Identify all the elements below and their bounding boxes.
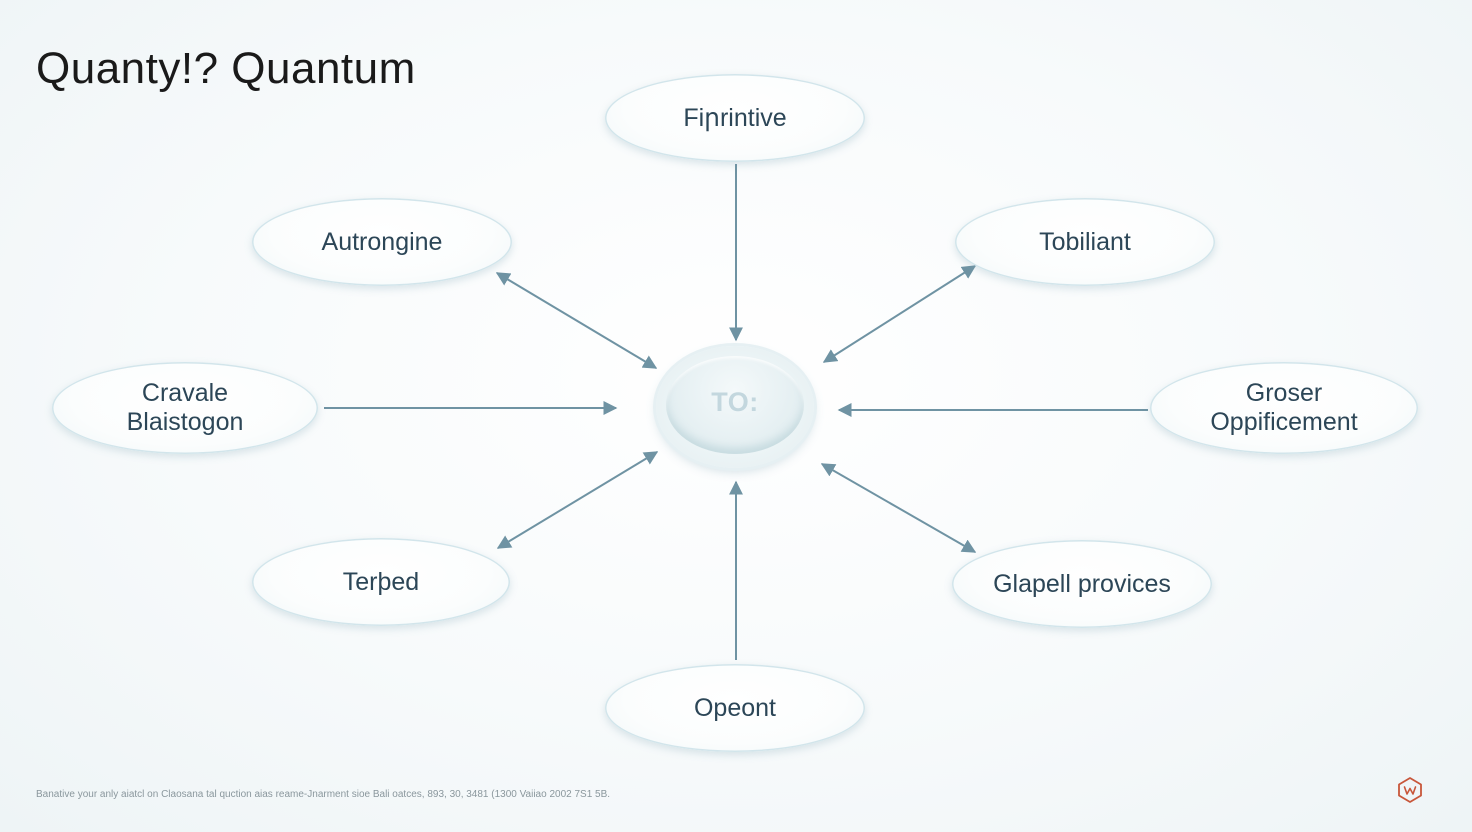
node-right-label: Groser Oppificement	[1210, 379, 1358, 436]
brand-logo-icon	[1398, 777, 1422, 803]
hub-label: TO:	[711, 386, 759, 417]
arrow-upper-left-hub	[495, 272, 658, 369]
node-right: Groser Oppificement	[1150, 362, 1418, 454]
node-bottom: Opeont	[605, 664, 865, 752]
node-upper-left: Autrongine	[252, 198, 512, 286]
central-hub-button: TO:	[666, 356, 804, 454]
node-left: Cravale Blaistogon	[52, 362, 318, 454]
footer-note: Banative your anly aiatcl on Claosana ta…	[36, 789, 611, 800]
node-lower-left-label: Terþed	[342, 567, 420, 596]
node-lower-right-label: Glapell provices	[993, 569, 1171, 598]
node-lower-left: Terþed	[252, 538, 510, 626]
node-bottom-label: Opeont	[693, 693, 776, 722]
page-title: Quanty!? Quantum	[36, 44, 416, 93]
node-top-label: Fiրrintive	[683, 103, 787, 132]
node-left-label: Cravale Blaistogon	[126, 379, 244, 436]
node-top: Fiրrintive	[605, 74, 865, 162]
central-hub: TO:	[656, 346, 814, 468]
node-lower-right: Glapell provices	[952, 540, 1212, 628]
arrow-lower-right-hub	[820, 463, 977, 553]
arrow-lower-left-hub	[496, 451, 659, 549]
arrow-upper-right-hub	[822, 265, 977, 363]
node-upper-right-label: Tobiliant	[1039, 227, 1131, 256]
node-upper-right: Tobiliant	[955, 198, 1215, 286]
node-upper-left-label: Autrongine	[321, 227, 443, 256]
